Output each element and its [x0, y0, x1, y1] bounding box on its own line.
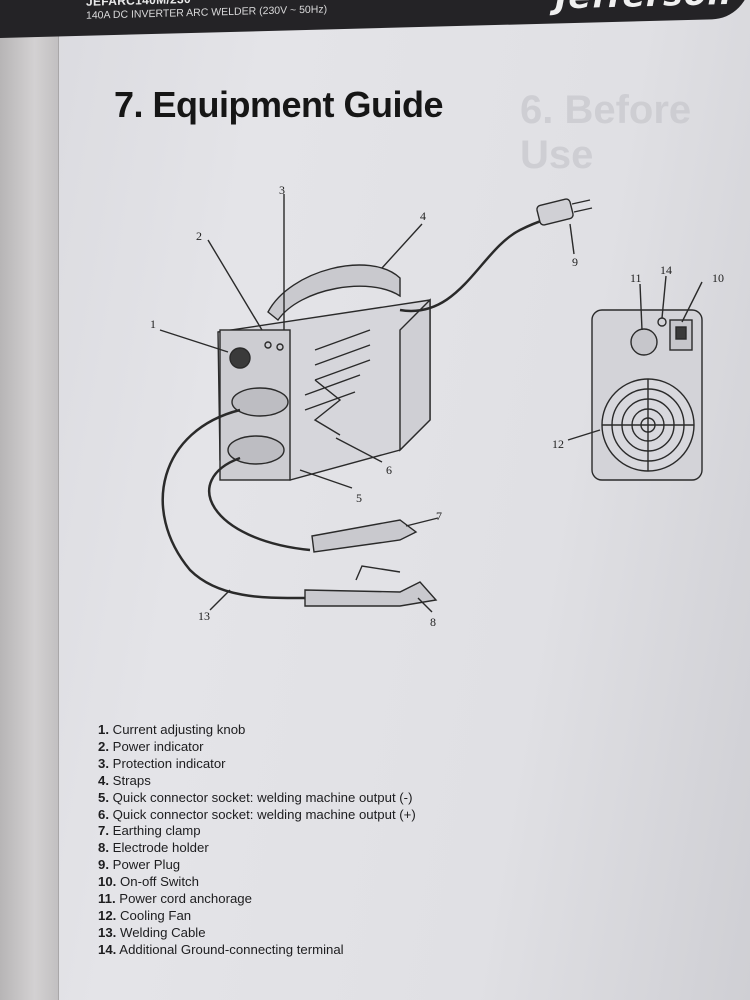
welder-illustration: 1 2 3 4 5 6 7 8 9 10 11 14 12 13 — [150, 183, 724, 629]
parts-legend: 1. Current adjusting knob 2. Power indic… — [98, 722, 416, 959]
callout-7: 7 — [436, 509, 442, 523]
callout-14: 13 — [198, 609, 210, 623]
legend-item: 8. Electrode holder — [98, 840, 209, 856]
left-page-edge — [0, 0, 59, 1000]
callout-3: 3 — [279, 183, 285, 197]
legend-item: 6. Quick connector socket: welding machi… — [98, 806, 416, 822]
legend-item: 14. Additional Ground-connecting termina… — [98, 941, 344, 957]
earthing-clamp — [311, 519, 418, 553]
callout-10: 10 — [712, 271, 724, 285]
callout-12: 14 — [660, 263, 672, 277]
legend-item: 12. Cooling Fan — [98, 907, 192, 923]
power-cord — [399, 212, 571, 313]
legend-item: 13. Welding Cable — [98, 924, 206, 940]
legend-item: 4. Straps — [98, 772, 151, 788]
callout-11: 11 — [630, 271, 642, 285]
callout-13: 12 — [552, 437, 564, 451]
callout-6: 6 — [386, 463, 392, 477]
welder-diagram: 1 2 3 4 5 6 7 8 9 10 11 14 12 13 — [100, 180, 740, 640]
socket-plus — [231, 387, 289, 417]
callout-9: 9 — [572, 255, 578, 269]
legend-item: 3. Protection indicator — [98, 755, 226, 771]
legend-item: 10. On-off Switch — [98, 874, 199, 890]
callout-5: 5 — [356, 491, 362, 505]
legend-item: 5. Quick connector socket: welding machi… — [98, 789, 413, 805]
earth-cable — [208, 456, 311, 552]
legend-item: 11. Power cord anchorage — [98, 891, 252, 907]
knob — [229, 347, 251, 369]
power-plug — [536, 198, 574, 226]
welding-cable — [161, 408, 306, 600]
welder-side — [399, 298, 431, 452]
page-title: 7. Equipment Guide — [114, 84, 444, 125]
strap-handle — [267, 264, 401, 322]
legend-item: 9. Power Plug — [98, 857, 181, 873]
callout-1: 1 — [150, 317, 156, 331]
callout-8: 8 — [430, 615, 436, 629]
legend-item: 2. Power indicator — [98, 738, 204, 754]
electrode-holder — [304, 581, 438, 607]
show-through-title: 6. Before Use — [520, 88, 692, 177]
header-bar: JEFARC140M/230 140A DC INVERTER ARC WELD… — [0, 0, 750, 39]
callout-2: 2 — [196, 229, 202, 243]
legend-item: 1. Current adjusting knob — [98, 722, 246, 737]
callout-4: 4 — [420, 209, 426, 223]
socket-minus — [227, 435, 285, 465]
brand-logo: Jefferson — [555, 0, 732, 16]
legend-item: 7. Earthing clamp — [98, 823, 201, 839]
